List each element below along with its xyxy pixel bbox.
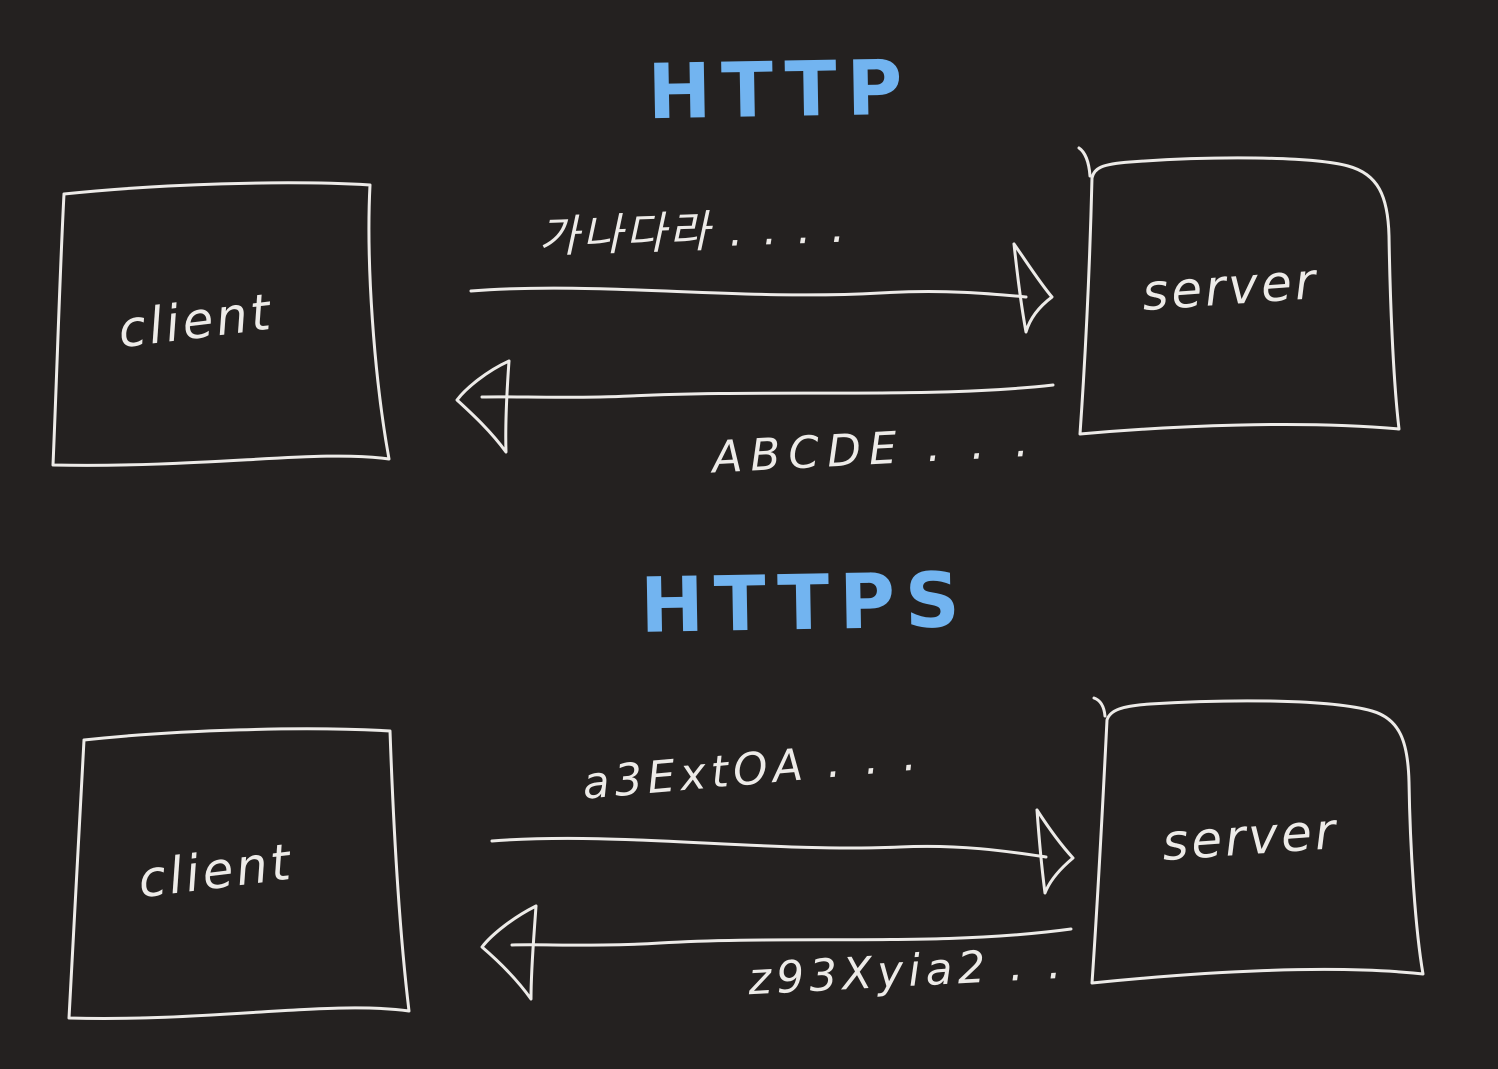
http-title: HTTP [646,42,914,137]
https-response-arrow-head [480,904,538,1001]
http-response-arrow-head [455,359,511,454]
http-response-arrow-shaft [480,383,1055,399]
https-server-box [1090,699,1425,985]
https-server-box-hook [1092,696,1107,718]
http-request-arrow-head [1012,242,1054,334]
http-server-box-hook [1077,146,1092,178]
http-request-label: 가나다라 . . . . [537,201,849,264]
http-request-arrow-shaft [469,286,1028,299]
https-title: HTTPS [639,555,971,650]
https-server-label: server [1160,801,1341,873]
https-client-box [67,727,411,1020]
https-request-arrow-head [1035,808,1075,895]
http-client-box [51,181,391,467]
http-server-label: server [1140,251,1321,323]
https-request-arrow-shaft [490,836,1048,859]
https-response-arrow-shaft [510,927,1073,947]
http-server-box [1078,156,1401,436]
